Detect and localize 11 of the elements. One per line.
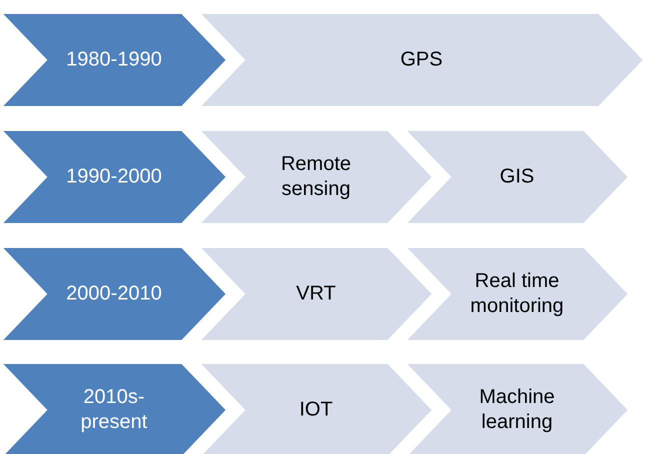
- period-label: 1990-2000: [66, 164, 162, 190]
- period-label: 1980-1990: [66, 48, 162, 72]
- period-label: 2000-2010: [66, 282, 162, 306]
- technology-label: VRT: [296, 282, 336, 306]
- technology-label: Real time monitoring: [469, 269, 565, 319]
- technology-label: GPS: [400, 48, 443, 72]
- technology-label: Machine learning: [478, 385, 556, 435]
- period-label: 2010s-present: [80, 385, 148, 435]
- technology-label: Remote sensing: [280, 152, 352, 202]
- technology-label: IOT: [299, 398, 333, 422]
- technology-label: GIS: [500, 164, 534, 190]
